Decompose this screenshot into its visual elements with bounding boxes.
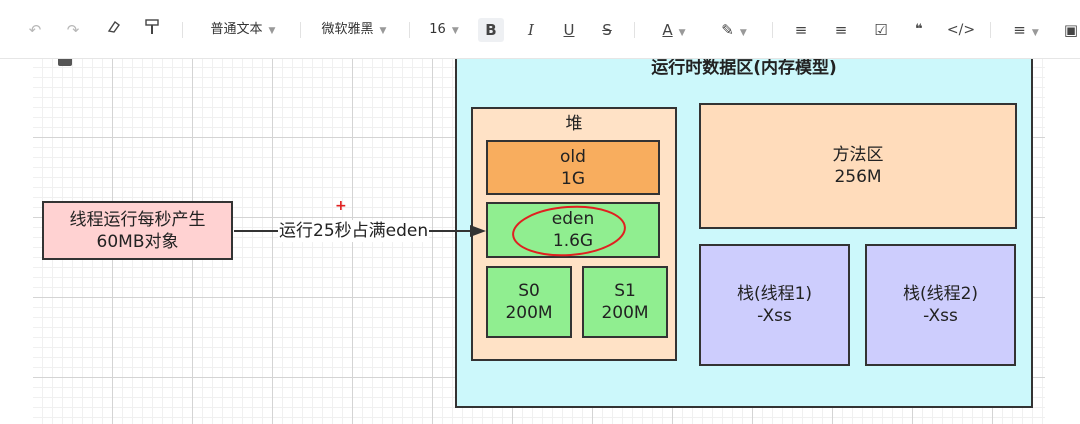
toolbar-divider <box>772 22 773 38</box>
stack-thread2-param: -Xss <box>923 306 958 326</box>
chevron-down-icon: ▼ <box>1031 28 1039 38</box>
old-gen-size: 1G <box>561 168 585 189</box>
font-color-label: A <box>662 21 673 39</box>
old-gen-name: old <box>560 146 586 167</box>
arrow-label: 运行25秒占满eden <box>278 220 430 242</box>
producer-box[interactable]: 线程运行每秒产生 60MB对象 <box>42 201 233 260</box>
font-family-label: 微软雅黑 <box>321 22 374 37</box>
insert-icon[interactable]: ▣ <box>1063 21 1079 39</box>
font-size-dropdown[interactable]: 16 ▼ <box>422 18 466 42</box>
arrow-head-icon <box>470 225 486 237</box>
align-left-icon: ≡ <box>1013 21 1026 39</box>
s1-name: S1 <box>614 281 636 301</box>
font-family-dropdown[interactable]: 微软雅黑 ▼ <box>312 18 396 42</box>
heap-title: 堆 <box>565 114 583 134</box>
stack-thread1-name: 栈(线程1) <box>736 284 813 304</box>
method-area-box[interactable]: 方法区 256M <box>699 103 1017 229</box>
toolbar-divider <box>634 22 635 38</box>
runtime-data-area-title: 运行时数据区(内存模型) <box>651 58 837 78</box>
chevron-down-icon: ▼ <box>739 28 747 38</box>
stack-thread1-box[interactable]: 栈(线程1) -Xss <box>699 244 850 366</box>
toolbar-divider <box>409 22 410 38</box>
underline-button[interactable]: U <box>563 21 575 39</box>
toolbar-divider <box>300 22 301 38</box>
survivor-s1-box[interactable]: S1 200M <box>582 266 668 338</box>
editor-toolbar: ↶ ↷ 普通文本▼ 微软雅黑▼ 16▼ B I U S A▼ ✎▼ ≡ ≡ ☑ … <box>0 0 1080 59</box>
chevron-down-icon: ▼ <box>379 26 387 36</box>
chevron-down-icon: ▼ <box>268 26 276 36</box>
numbered-list-icon[interactable]: ≡ <box>834 21 848 39</box>
chevron-down-icon: ▼ <box>678 28 686 38</box>
toolbar-divider <box>182 22 183 38</box>
eraser-icon[interactable] <box>103 18 125 42</box>
old-gen-box[interactable]: old 1G <box>486 140 660 195</box>
eden-size: 1.6G <box>552 231 594 251</box>
highlight-button[interactable]: ✎▼ <box>712 18 756 42</box>
producer-line2: 60MB对象 <box>96 231 179 252</box>
paragraph-style-label: 普通文本 <box>210 22 263 37</box>
survivor-s0-box[interactable]: S0 200M <box>486 266 572 338</box>
eden-box[interactable]: eden 1.6G <box>486 202 660 258</box>
paragraph-style-dropdown[interactable]: 普通文本 ▼ <box>200 18 286 42</box>
method-area-name: 方法区 <box>832 145 884 165</box>
s1-size: 200M <box>601 303 649 323</box>
plus-marker: + <box>335 198 347 214</box>
s0-name: S0 <box>518 281 540 301</box>
stack-thread2-box[interactable]: 栈(线程2) -Xss <box>865 244 1016 366</box>
undo-icon[interactable]: ↶ <box>28 21 42 39</box>
code-icon[interactable]: </> <box>946 22 976 38</box>
highlight-circle <box>512 205 626 257</box>
quote-icon[interactable]: ❝ <box>915 22 923 37</box>
bold-button[interactable]: B <box>478 18 504 42</box>
method-area-size: 256M <box>834 167 882 187</box>
italic-button[interactable]: I <box>528 21 534 39</box>
font-size-label: 16 <box>429 22 446 37</box>
font-color-button[interactable]: A▼ <box>652 18 696 42</box>
producer-line1: 线程运行每秒产生 <box>69 209 206 230</box>
strikethrough-button[interactable]: S <box>602 21 612 39</box>
checkbox-icon[interactable]: ☑ <box>874 21 888 39</box>
stack-thread2-name: 栈(线程2) <box>902 284 979 304</box>
format-painter-icon[interactable] <box>141 18 163 42</box>
redo-icon[interactable]: ↷ <box>66 21 80 39</box>
highlighter-icon: ✎ <box>721 21 734 39</box>
toolbar-divider <box>990 22 991 38</box>
stack-thread1-param: -Xss <box>757 306 792 326</box>
align-button[interactable]: ≡▼ <box>1006 18 1046 42</box>
bullet-list-icon[interactable]: ≡ <box>794 21 808 39</box>
s0-size: 200M <box>505 303 553 323</box>
eden-name: eden <box>551 209 595 229</box>
page-icon <box>58 58 72 66</box>
chevron-down-icon: ▼ <box>451 26 459 36</box>
